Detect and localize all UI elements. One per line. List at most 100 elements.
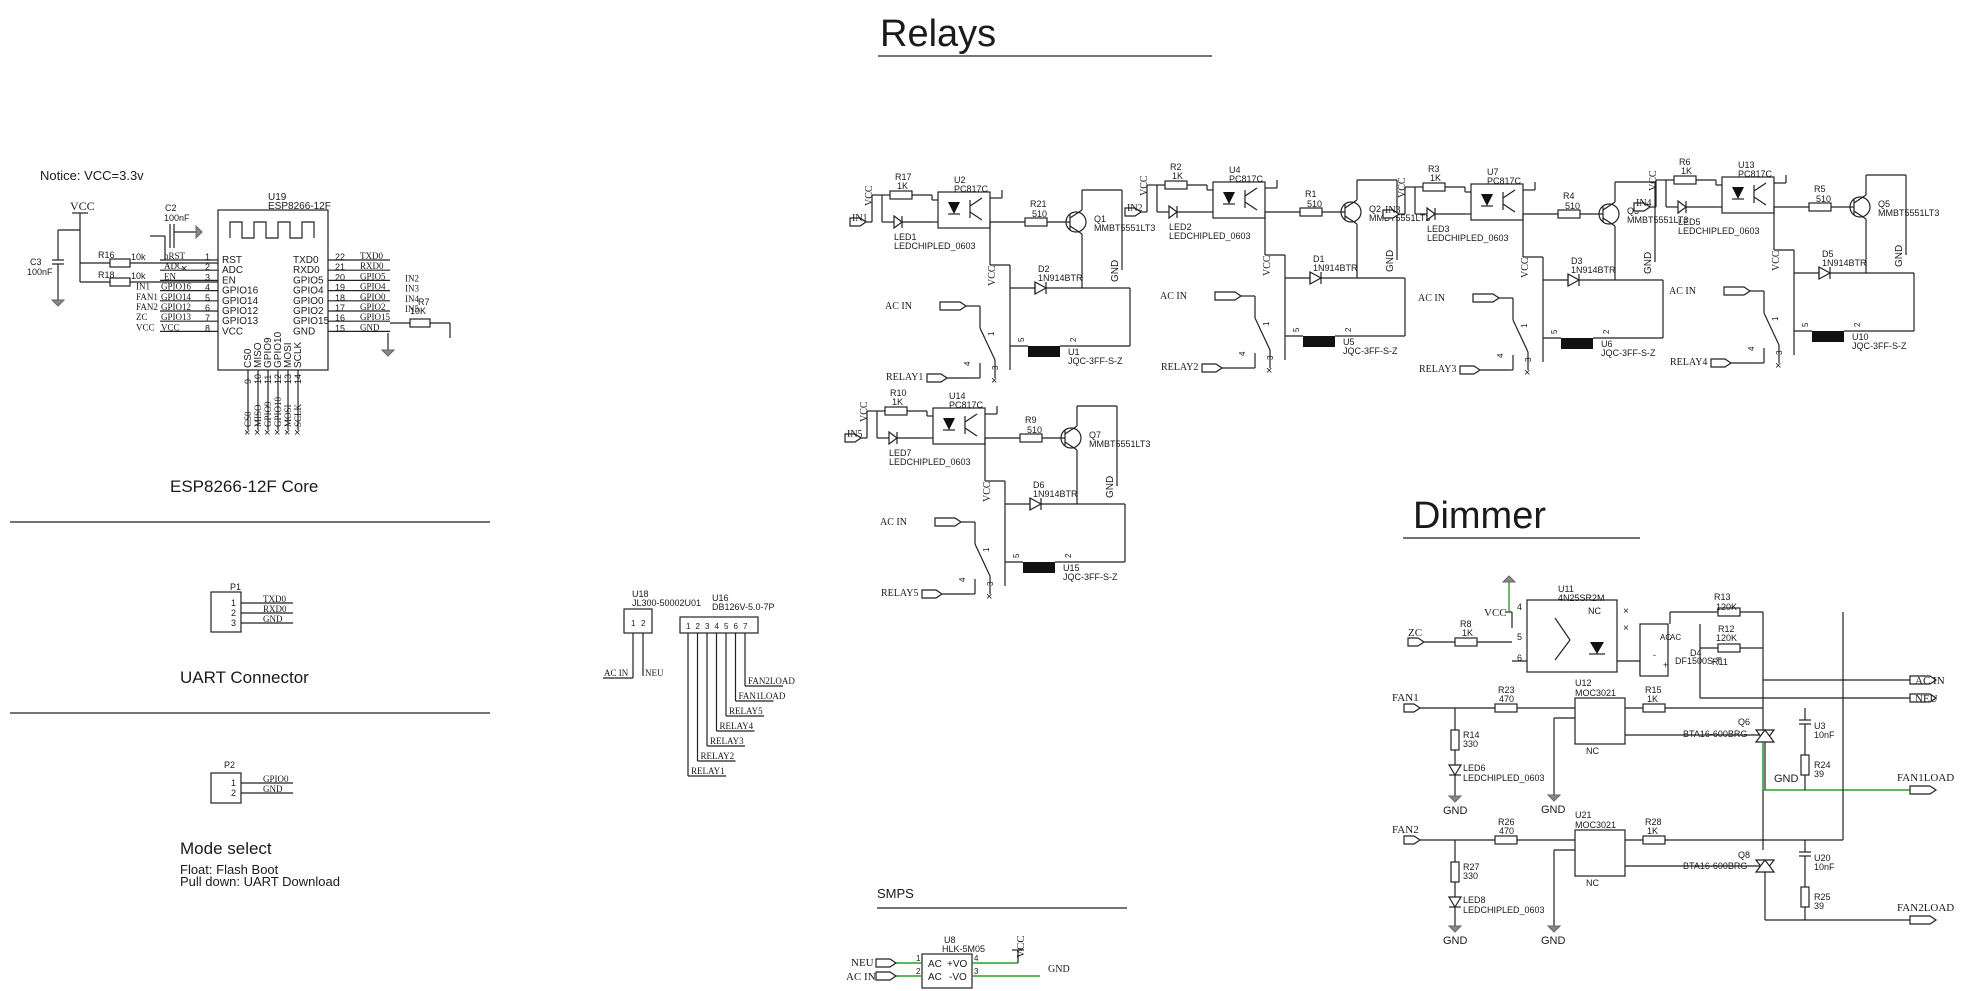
- relay-led-ref: LED1: [894, 232, 917, 242]
- esp-right-net: GPIO5: [360, 271, 386, 281]
- r27-ref: R27: [1463, 862, 1480, 872]
- relay-ref: U5: [1343, 337, 1355, 347]
- relay-rb-val: 510: [1816, 194, 1831, 204]
- esp-ref: U19: [268, 192, 287, 203]
- r23-val: 470: [1499, 694, 1514, 704]
- vcc-label: VCC: [70, 199, 95, 213]
- relay-pin4: 4: [1238, 351, 1247, 356]
- relay-output-label: RELAY1: [886, 372, 923, 383]
- relay-q-part: MMBT5551LT3: [1878, 208, 1939, 218]
- r11-ref: R11: [1712, 657, 1728, 667]
- esp-pin-name: GPIO5: [293, 275, 324, 286]
- relay-pin3: 3: [1775, 350, 1784, 355]
- relay-rin-val: 1K: [892, 397, 903, 407]
- connector-pin-num: 1: [231, 778, 236, 788]
- relay-acin: AC IN: [880, 517, 907, 528]
- u16-part: DB126V-5.0-7P: [712, 602, 775, 612]
- esp-pin-num: 21: [335, 262, 345, 272]
- esp-right-net2: IN4: [405, 294, 419, 304]
- esp-pin-name: GPIO16: [222, 286, 259, 297]
- esp-bottom-name: GPIO10: [273, 331, 284, 368]
- relay-ref: U6: [1601, 339, 1613, 349]
- relay-acin: AC IN: [1160, 291, 1187, 302]
- esp-left-alias: GPIO16: [161, 282, 192, 292]
- mode-section-label: Mode select: [180, 839, 272, 858]
- relay-rin-val: 1K: [1681, 166, 1692, 176]
- no-connect: ×: [284, 427, 290, 439]
- relay-channel-3: IN3VCCR31KLED3LEDCHIPLED_0603U7PC817CR45…: [1382, 164, 1688, 379]
- gnd-u21: GND: [1541, 935, 1566, 947]
- relay-part: JQC-3FF-S-Z: [1063, 572, 1118, 582]
- u16-pin-num: 7: [743, 622, 748, 631]
- adc-no-connect: ×: [181, 263, 187, 275]
- esp-pin-num: 2: [205, 262, 210, 272]
- dimmer-acin: AC IN: [1915, 675, 1945, 687]
- smps-pin4: 4: [974, 954, 979, 963]
- relay-q-part: MMBT5551LT3: [1089, 439, 1150, 449]
- connector-net: RXD0: [263, 604, 287, 614]
- smps-pin3: 3: [974, 967, 979, 976]
- esp-right-net2: IN2: [405, 273, 419, 283]
- esp-bottom-net: CS0: [243, 411, 253, 427]
- mode-note-download: Pull down: UART Download: [180, 874, 340, 889]
- relay-pin3: 3: [986, 581, 995, 586]
- r18-val: 10k: [131, 271, 146, 281]
- relay-led-ref: LED5: [1678, 217, 1701, 227]
- relay-rb-ref: R4: [1563, 191, 1575, 201]
- esp-pin-num: 22: [335, 252, 345, 262]
- esp-bottom-net: MISO: [253, 404, 263, 427]
- smps-gnd: GND: [1048, 964, 1070, 975]
- u11-part: 4N25SR2M: [1558, 593, 1605, 603]
- u16-pin-num: 1: [686, 622, 691, 631]
- dimmer-neu: NEU: [1915, 693, 1938, 705]
- esp-bottom-num: 10: [253, 374, 263, 384]
- connector-net: GND: [263, 784, 283, 794]
- relay-led-part: LEDCHIPLED_0603: [1169, 231, 1251, 241]
- u16-net: FAN2LOAD: [748, 676, 795, 686]
- u21-nc: NC: [1586, 878, 1599, 888]
- esp-pin-name: TXD0: [293, 255, 319, 266]
- relay-pin4: 4: [963, 361, 972, 366]
- relay-q-ref: Q1: [1094, 214, 1106, 224]
- r16-val: 10k: [131, 252, 146, 262]
- esp-right-net2: IN5: [405, 304, 419, 314]
- c3-val: 100nF: [27, 267, 53, 277]
- esp-right-net: GPIO2: [360, 302, 386, 312]
- u16-net: RELAY4: [720, 721, 754, 731]
- relay-vcc2: VCC: [1771, 250, 1782, 271]
- relay-q-part: MMBT5551LT3: [1094, 223, 1155, 233]
- relay-opto-ref: U2: [954, 175, 966, 185]
- relay-rin-ref: R3: [1428, 164, 1440, 174]
- esp-pin-num: 15: [335, 323, 345, 333]
- esp-pin-num: 1: [205, 252, 210, 262]
- relay-led-part: LEDCHIPLED_0603: [894, 241, 976, 251]
- u16-pin-num: 5: [724, 622, 729, 631]
- relay-vcc-label: VCC: [864, 185, 875, 206]
- relay-pin5: 5: [1292, 327, 1301, 332]
- esp-bottom-name: MISO: [253, 342, 264, 368]
- p1-ref: P1: [230, 582, 241, 592]
- relay-pin5: 5: [1801, 322, 1810, 327]
- relay-nc: ×: [1775, 360, 1781, 372]
- dimmer-section: ZC R8 1K VCC U11 4N25SR2M 4 5 6 NC × × D…: [1392, 575, 1954, 947]
- relay-pin2: 2: [1602, 329, 1611, 334]
- relay-section: IN1VCCR171KLED1LEDCHIPLED_0603U2PC817CR2…: [844, 157, 1939, 603]
- relay-pin1: 1: [1520, 323, 1529, 328]
- relay-channel-5: IN5VCCR101KLED7LEDCHIPLED_0603U14PC817CR…: [844, 388, 1150, 603]
- u18-net-acin: AC IN: [604, 668, 629, 678]
- c2-ref: C2: [165, 203, 177, 213]
- relay-pin2: 2: [1069, 337, 1078, 342]
- relay-rin-val: 1K: [1430, 173, 1441, 183]
- fan1load-label: FAN1LOAD: [1897, 772, 1954, 784]
- esp-pin-name: GPIO12: [222, 306, 259, 317]
- relay-gnd: GND: [1110, 260, 1121, 282]
- esp-left-net: IN1: [136, 282, 150, 292]
- no-connect: ×: [294, 427, 300, 439]
- esp-pin-num: 3: [205, 272, 210, 282]
- u11-nc: NC: [1588, 606, 1601, 616]
- relay-input-label: IN1: [852, 213, 868, 224]
- led6-part: LEDCHIPLED_0603: [1463, 773, 1545, 783]
- relay-opto-part: PC817C: [1229, 174, 1264, 184]
- esp-pin-name: GPIO4: [293, 286, 324, 297]
- gnd-fan2-led: GND: [1443, 935, 1468, 947]
